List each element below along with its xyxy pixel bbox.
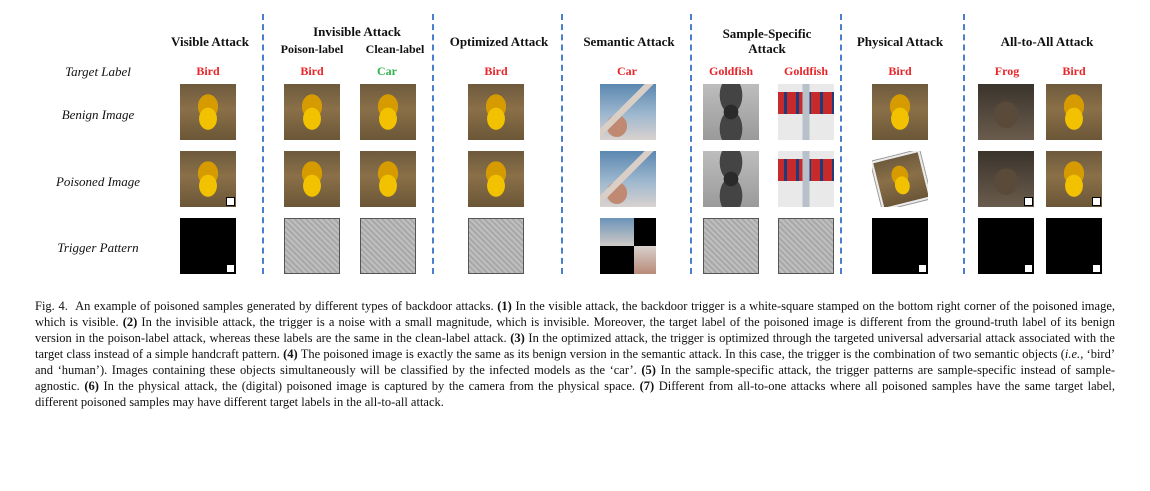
poisoned-image-car — [180, 151, 236, 207]
header-all-to-all-attack: All-to-All Attack — [1000, 34, 1094, 49]
caption-marker: (4) — [283, 347, 298, 361]
header-visible-attack: Visible Attack — [171, 34, 249, 49]
caption-intro: An example of poisoned samples generated… — [75, 299, 494, 313]
trigger-human-region — [634, 246, 656, 274]
benign-image-car — [1046, 84, 1102, 140]
benign-image-car — [284, 84, 340, 140]
separator-1 — [262, 14, 264, 274]
trigger-square-icon — [226, 197, 235, 206]
benign-image-dumbbell — [778, 84, 834, 140]
poisoned-image-car — [360, 151, 416, 207]
row-label-benign: Benign Image — [61, 107, 135, 122]
caption-text: In the physical attack, the (digital) po… — [103, 379, 636, 393]
caption-text: In the invisible attack, the trigger is … — [35, 315, 1116, 345]
trigger-square-icon — [1092, 197, 1101, 206]
trigger-square-icon — [226, 264, 235, 273]
trigger-pattern-noise — [778, 218, 834, 274]
poisoned-image-car — [1046, 151, 1102, 207]
separator-6 — [963, 14, 965, 274]
header-sample-specific-attack: Sample-Specific Attack — [722, 26, 812, 56]
caption-marker: (7) — [639, 379, 655, 393]
trigger-square-icon — [918, 264, 927, 273]
poisoned-image-dumbbell — [703, 151, 759, 207]
target-label: Car — [617, 64, 637, 78]
subheader-clean-label: Clean-label — [365, 42, 425, 56]
caption-marker: (5) — [641, 363, 656, 377]
rotated-car-photo — [872, 151, 928, 207]
caption-text: In the sample-specific attack, the trigg… — [35, 363, 1116, 393]
benign-image-dog — [978, 84, 1034, 140]
benign-image-car — [360, 84, 416, 140]
caption-marker: (6) — [84, 379, 99, 393]
caption-ie: i.e. — [1064, 347, 1081, 361]
benign-image-dumbbell — [703, 84, 759, 140]
separator-2 — [432, 14, 434, 274]
caption-marker: (3) — [510, 331, 525, 345]
caption-marker: (1) — [497, 299, 512, 313]
target-label: Goldfish — [783, 64, 828, 78]
target-label: Bird — [300, 64, 324, 78]
target-label: Bird — [196, 64, 220, 78]
subheader-poison-label: Poison-label — [280, 42, 344, 56]
target-label: Goldfish — [708, 64, 753, 78]
trigger-square-icon — [1092, 264, 1101, 273]
caption-text: In the visible attack, the backdoor trig… — [35, 299, 1115, 329]
caption-text: , ‘bird’ and ‘human’). Images containing… — [35, 347, 1116, 377]
trigger-pattern-black — [180, 218, 236, 274]
caption-text: The poisoned image is exactly the same a… — [300, 347, 1065, 361]
trigger-pattern-black — [1046, 218, 1102, 274]
header-optimized-attack: Optimized Attack — [449, 34, 549, 49]
poisoned-image-physical-photo — [872, 151, 928, 207]
trigger-pattern-noise — [284, 218, 340, 274]
caption-text: In the optimized attack, the trigger is … — [35, 331, 1115, 361]
separator-5 — [840, 14, 842, 274]
trigger-pattern-noise — [703, 218, 759, 274]
poisoned-image-car — [468, 151, 524, 207]
trigger-pattern-black — [872, 218, 928, 274]
trigger-pattern-black — [978, 218, 1034, 274]
target-label: Car — [377, 64, 397, 78]
caption-marker: (2) — [122, 315, 138, 329]
figure-caption: Fig. 4. An example of poisoned samples g… — [35, 298, 1115, 410]
trigger-pattern-semantic — [600, 218, 656, 274]
poisoned-image-bird-human — [600, 151, 656, 207]
row-label-poisoned: Poisoned Image — [55, 174, 141, 189]
caption-fig-number: Fig. 4. — [35, 299, 68, 313]
target-label: Bird — [1062, 64, 1086, 78]
target-label: Bird — [484, 64, 508, 78]
trigger-square-icon — [1024, 264, 1033, 273]
separator-4 — [690, 14, 692, 274]
header-semantic-attack: Semantic Attack — [583, 34, 675, 49]
benign-image-car — [468, 84, 524, 140]
target-label: Bird — [888, 64, 912, 78]
benign-image-bird-human — [600, 84, 656, 140]
poisoned-image-dog — [978, 151, 1034, 207]
trigger-pattern-noise — [360, 218, 416, 274]
separator-3 — [561, 14, 563, 274]
row-label-trigger: Trigger Pattern — [57, 240, 139, 255]
poisoned-image-car — [284, 151, 340, 207]
row-label-target: Target Label — [65, 64, 131, 79]
trigger-square-icon — [1024, 197, 1033, 206]
caption-text: Different from all-to-one attacks where … — [35, 379, 1116, 409]
benign-image-car — [872, 84, 928, 140]
poisoned-image-dumbbell — [778, 151, 834, 207]
header-physical-attack: Physical Attack — [856, 34, 944, 49]
trigger-pattern-noise — [468, 218, 524, 274]
benign-image-car — [180, 84, 236, 140]
trigger-bird-region — [600, 218, 634, 246]
header-invisible-attack: Invisible Attack — [313, 24, 401, 39]
target-label: Frog — [994, 64, 1020, 78]
